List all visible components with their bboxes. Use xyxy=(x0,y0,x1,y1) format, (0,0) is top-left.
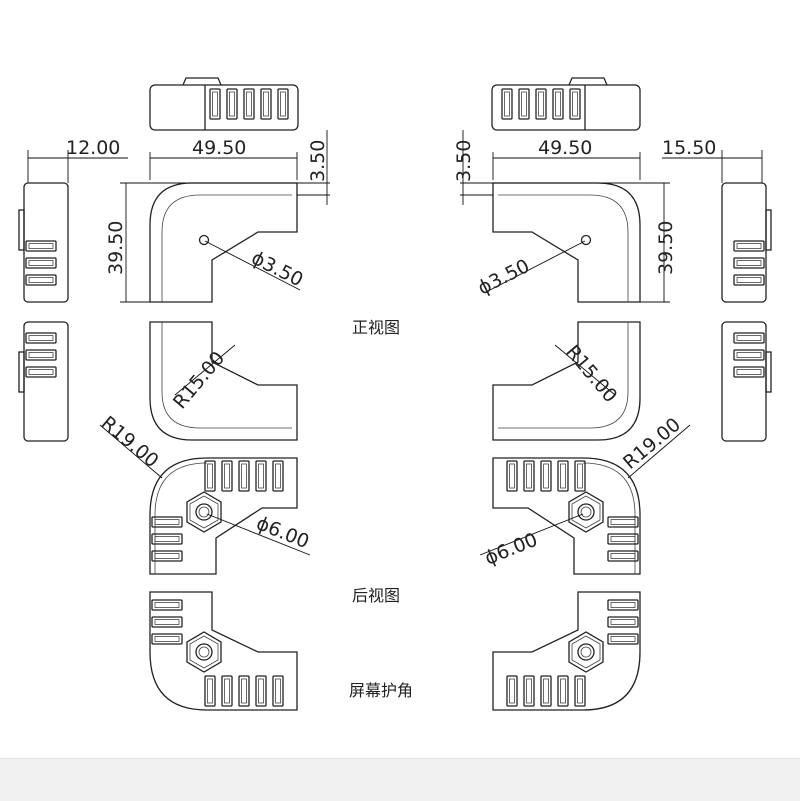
left-hole-dim: ϕ3.50 xyxy=(248,247,307,292)
right-height-dim: 39.50 xyxy=(655,221,677,275)
right-inner-radius-dim: R15.00 xyxy=(561,341,621,407)
left-outer-radius-dim: R19.00 xyxy=(97,412,163,472)
right-outer-radius-dim: R19.00 xyxy=(619,414,685,474)
right-hole-dim: ϕ3.50 xyxy=(474,255,533,300)
footer-band xyxy=(0,758,800,801)
right-depth-dim: 15.50 xyxy=(662,137,716,159)
left-depth-dim: 12.00 xyxy=(66,137,120,159)
right-hex-hole-dim: ϕ6.00 xyxy=(482,529,541,570)
left-inner-radius-dim: R15.00 xyxy=(169,347,229,413)
product-caption: 屏幕护角 xyxy=(349,681,413,700)
left-width-dim: 49.50 xyxy=(192,137,246,159)
front-view-caption: 正视图 xyxy=(352,318,400,337)
left-lip-dim: 3.50 xyxy=(307,140,329,182)
left-hex-hole-dim: ϕ6.00 xyxy=(253,512,312,553)
right-width-dim: 49.50 xyxy=(538,137,592,159)
left-height-dim: 39.50 xyxy=(105,221,127,275)
right-lip-dim: 3.50 xyxy=(453,140,475,182)
back-view-caption: 后视图 xyxy=(352,586,400,605)
